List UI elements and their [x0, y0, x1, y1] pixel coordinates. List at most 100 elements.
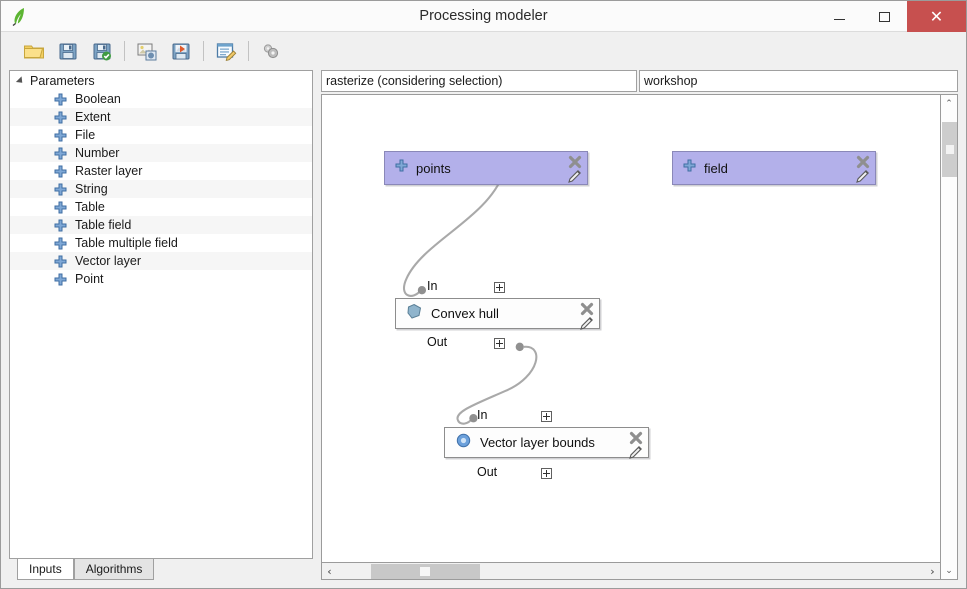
tree-item-vector-layer[interactable]: Vector layer	[10, 252, 312, 270]
export-image-button[interactable]	[130, 36, 164, 66]
node-vector-layer-bounds[interactable]: Vector layer bounds	[444, 427, 649, 459]
vector-bounds-gear-icon	[455, 432, 472, 454]
node-vector-layer-bounds-label: Vector layer bounds	[480, 435, 595, 450]
tree-item-label: Raster layer	[75, 164, 143, 178]
tree-item-label: Boolean	[75, 92, 121, 106]
pencil-edit-icon[interactable]	[628, 444, 644, 460]
convex-hull-out-expand[interactable]	[494, 338, 505, 349]
node-convex-hull-controls	[575, 301, 595, 330]
minimize-icon	[834, 19, 845, 20]
tree-item-string[interactable]: String	[10, 180, 312, 198]
horizontal-scroll-thumb[interactable]	[371, 563, 480, 579]
tree-item-number[interactable]: Number	[10, 144, 312, 162]
vector-bounds-in-expand[interactable]	[541, 411, 552, 422]
tab-inputs[interactable]: Inputs	[17, 559, 74, 580]
convex-hull-in-label: In	[427, 279, 438, 293]
tree-root-parameters[interactable]: Parameters	[10, 72, 312, 90]
close-icon[interactable]	[580, 302, 594, 316]
node-vector-layer-bounds-controls	[624, 430, 644, 459]
maximize-button[interactable]	[862, 1, 907, 32]
model-canvas[interactable]: points	[321, 94, 941, 563]
pencil-edit-icon[interactable]	[855, 168, 871, 184]
scroll-right-arrow-icon[interactable]: ›	[930, 564, 935, 578]
title-bar: Processing modeler ✕	[1, 1, 966, 32]
parameter-plus-icon	[54, 237, 67, 250]
node-field[interactable]: field	[672, 151, 876, 185]
toolbar-separator	[203, 41, 204, 61]
model-group-input[interactable]	[639, 70, 958, 92]
canvas-area: points	[321, 94, 958, 580]
canvas-horizontal-scrollbar[interactable]: ‹ ›	[321, 563, 941, 580]
model-name-input[interactable]	[321, 70, 637, 92]
tree-item-label: Extent	[75, 110, 111, 124]
canvas-column: points	[321, 94, 941, 580]
node-convex-hull-label: Convex hull	[431, 306, 499, 321]
parameter-plus-icon	[54, 129, 67, 142]
canvas-vertical-scrollbar[interactable]: ⌃ ⌄	[941, 94, 958, 580]
tree-item-extent[interactable]: Extent	[10, 108, 312, 126]
convex-hull-in-expand[interactable]	[494, 282, 505, 293]
edit-help-button[interactable]	[209, 36, 243, 66]
open-model-button[interactable]	[17, 36, 51, 66]
pencil-edit-icon[interactable]	[567, 168, 583, 184]
vector-bounds-out-expand[interactable]	[541, 468, 552, 479]
tree-item-point[interactable]: Point	[10, 270, 312, 288]
parameter-plus-icon	[54, 255, 67, 268]
run-model-button[interactable]	[254, 36, 288, 66]
node-points[interactable]: points	[384, 151, 588, 185]
qgis-leaf-icon	[10, 6, 30, 27]
toolbar-separator	[124, 41, 125, 61]
export-pdf-button[interactable]	[164, 36, 198, 66]
horizontal-scroll-track[interactable]	[337, 563, 925, 579]
window-title: Processing modeler	[419, 8, 548, 24]
toolbar-separator	[248, 41, 249, 61]
parameter-plus-icon	[54, 93, 67, 106]
tree-item-label: Number	[75, 146, 120, 160]
tree-item-boolean[interactable]: Boolean	[10, 90, 312, 108]
tree-item-label: Table field	[75, 218, 132, 232]
scroll-up-arrow-icon[interactable]: ⌃	[945, 98, 953, 109]
parameter-plus-icon	[54, 201, 67, 214]
vertical-scroll-track[interactable]	[941, 112, 957, 562]
tree-item-table-field[interactable]: Table field	[10, 216, 312, 234]
close-icon: ✕	[929, 6, 944, 26]
save-model-button[interactable]	[51, 36, 85, 66]
close-button[interactable]: ✕	[907, 1, 966, 32]
parameter-plus-icon	[54, 219, 67, 232]
tree-item-table-multiple-field[interactable]: Table multiple field	[10, 234, 312, 252]
parameter-plus-icon	[395, 159, 408, 177]
tree-item-raster-layer[interactable]: Raster layer	[10, 162, 312, 180]
model-editor-panel: points	[321, 70, 958, 580]
parameter-plus-icon	[54, 273, 67, 286]
window-controls: ✕	[817, 1, 966, 32]
minimize-button[interactable]	[817, 1, 862, 32]
close-icon[interactable]	[856, 155, 870, 169]
close-icon[interactable]	[568, 155, 582, 169]
tree-item-file[interactable]: File	[10, 126, 312, 144]
pencil-edit-icon[interactable]	[579, 315, 595, 331]
parameter-plus-icon	[54, 147, 67, 160]
vector-bounds-in-label: In	[477, 408, 488, 422]
tree-item-label: Vector layer	[75, 254, 142, 268]
convex-hull-polygon-icon	[406, 303, 423, 325]
save-model-as-button[interactable]	[85, 36, 119, 66]
tab-algorithms[interactable]: Algorithms	[73, 559, 155, 580]
tree-item-label: Point	[75, 272, 104, 286]
node-points-label: points	[416, 160, 451, 176]
close-icon[interactable]	[629, 431, 643, 445]
toolbar	[1, 32, 966, 70]
node-convex-hull[interactable]: Convex hull	[395, 298, 600, 330]
tree-item-label: String	[75, 182, 108, 196]
maximize-icon	[879, 11, 890, 22]
tree-item-label: Table multiple field	[75, 236, 178, 250]
tree-item-label: File	[75, 128, 96, 142]
parameter-plus-icon	[683, 159, 696, 177]
scroll-down-arrow-icon[interactable]: ⌄	[945, 565, 953, 576]
scroll-left-arrow-icon[interactable]: ‹	[327, 564, 332, 578]
tree-item-table[interactable]: Table	[10, 198, 312, 216]
expander-triangle-icon[interactable]	[15, 76, 26, 86]
vertical-scroll-thumb[interactable]	[941, 122, 957, 177]
